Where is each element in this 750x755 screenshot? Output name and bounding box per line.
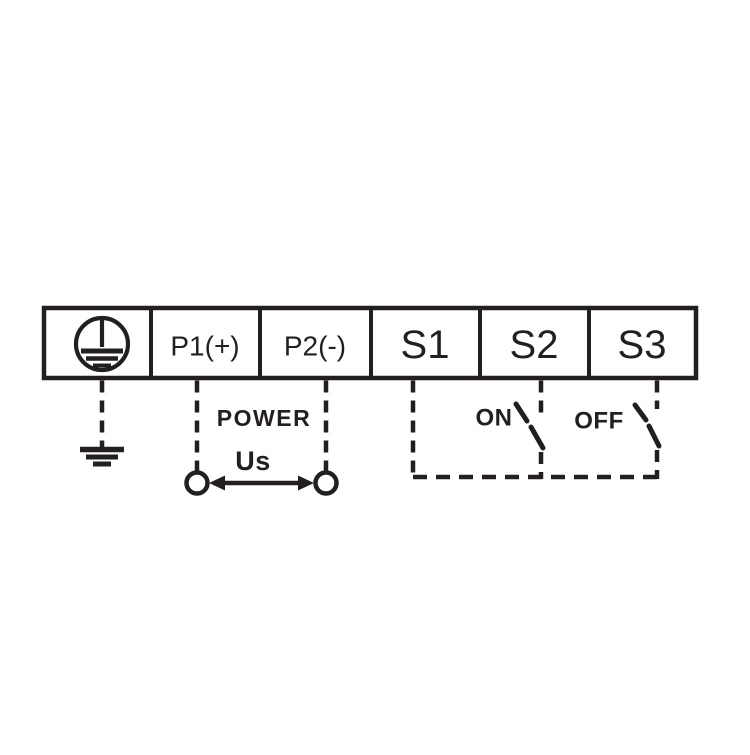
p2-terminal-circle (313, 470, 339, 496)
on-switch-icon (513, 401, 546, 451)
terminal-label-s2: S2 (510, 323, 559, 367)
double-headed-arrow-icon (209, 475, 314, 491)
on-label: ON (476, 405, 513, 432)
power-label: POWER (217, 405, 311, 431)
dashed-wires (99, 380, 660, 480)
terminal-label-p1: P1(+) (170, 331, 239, 362)
p1-terminal-circle (184, 470, 210, 496)
off-switch-icon (632, 402, 662, 449)
power-terminal-circles (184, 470, 339, 496)
supply-voltage-label: Us (235, 446, 271, 476)
terminal-label-p2: P2(-) (284, 331, 346, 362)
terminal-block (41, 305, 699, 381)
earth-ground-icon (80, 446, 124, 467)
protective-earth-icon (73, 315, 131, 373)
terminal-label-s3: S3 (618, 323, 667, 367)
terminal-label-s1: S1 (401, 323, 450, 367)
off-label: OFF (574, 408, 624, 435)
